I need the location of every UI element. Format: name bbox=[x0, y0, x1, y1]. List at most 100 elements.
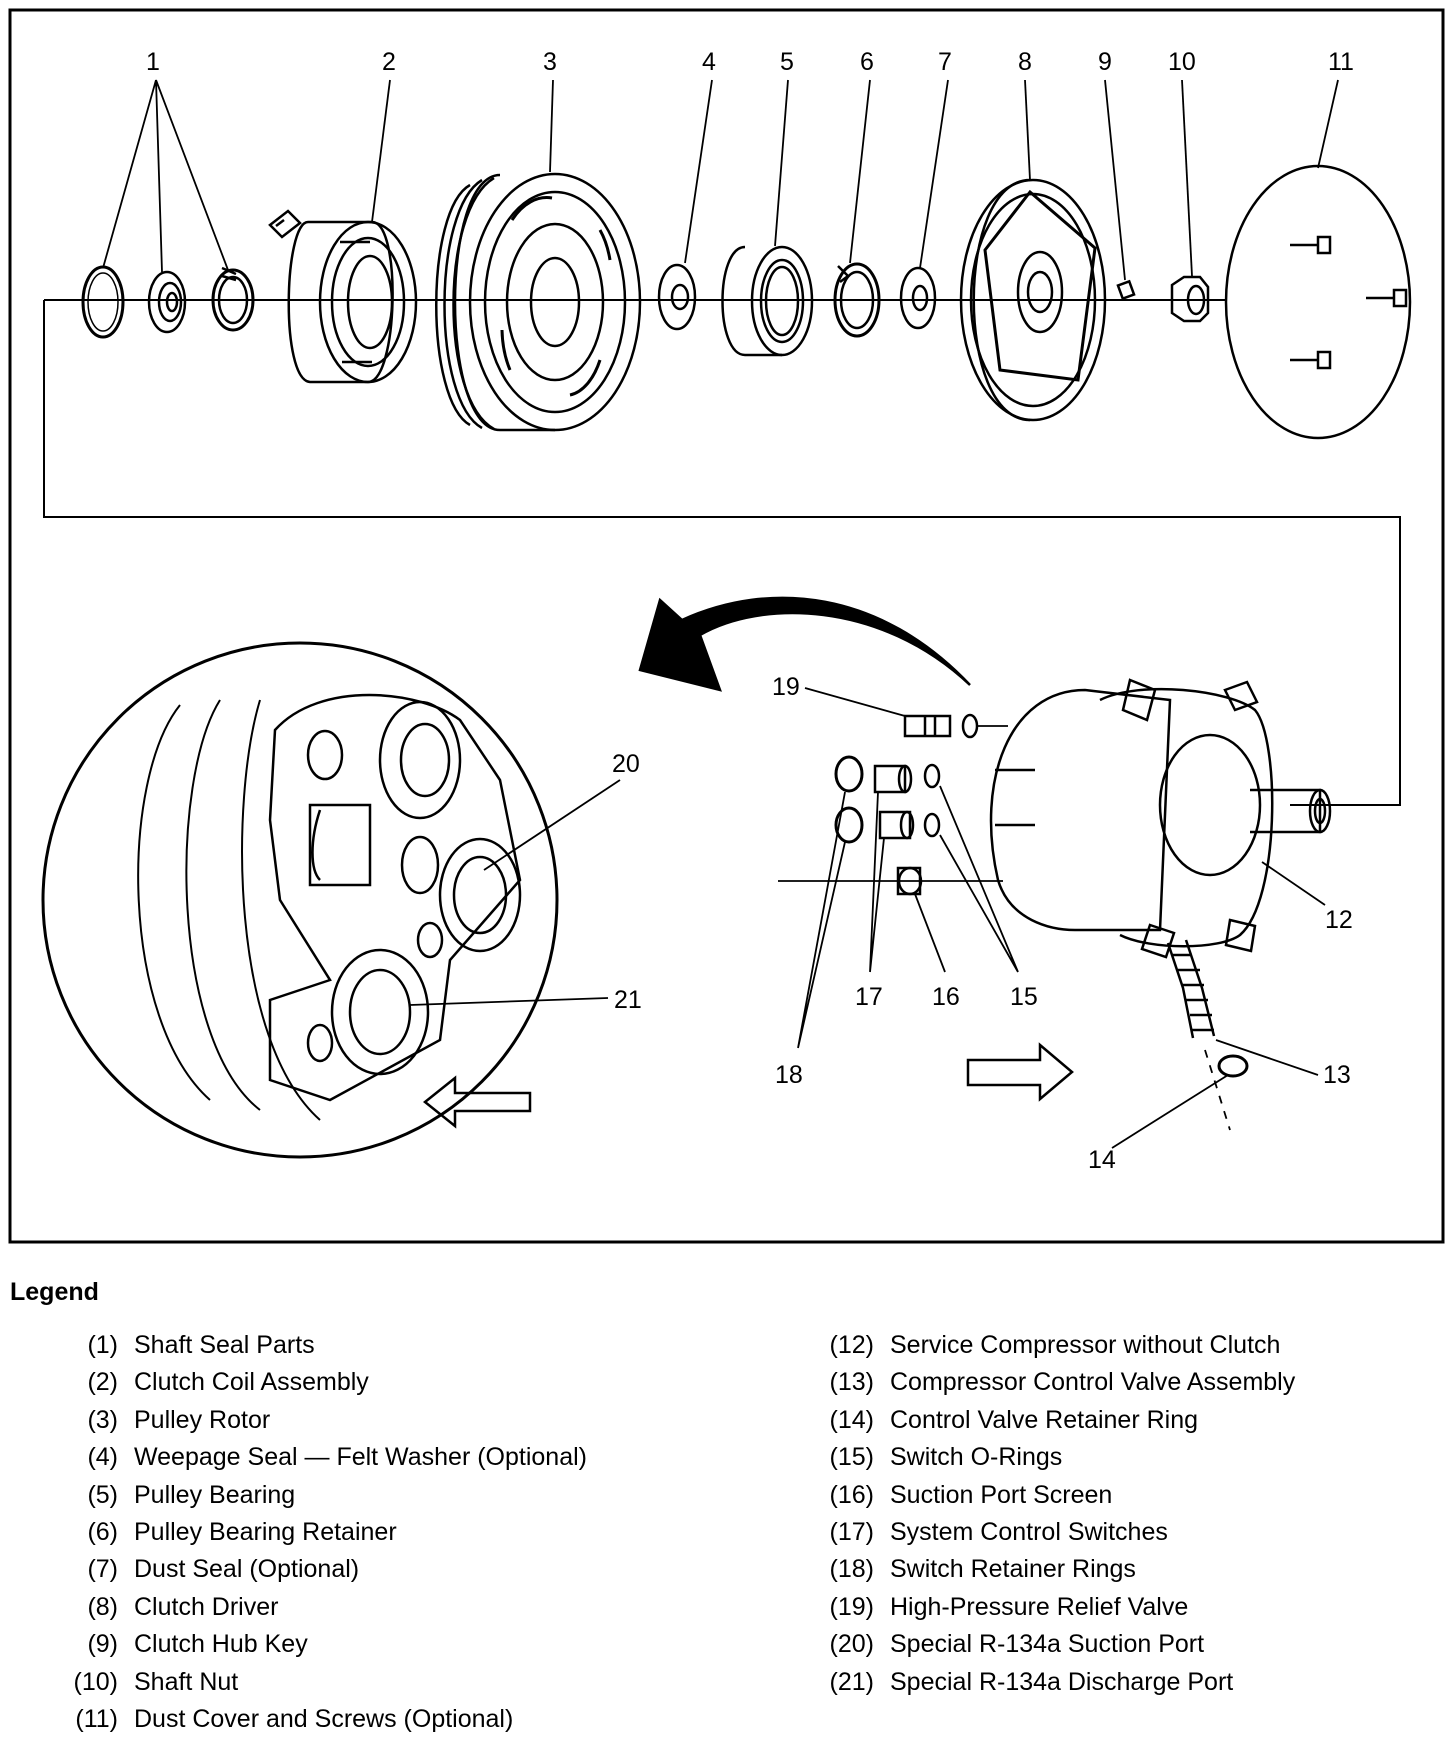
legend-number: (19) bbox=[829, 1592, 874, 1621]
legend-item: (19) High-Pressure Relief Valve bbox=[810, 1589, 1295, 1626]
legend-label: Dust Seal (Optional) bbox=[134, 1555, 360, 1584]
legend-label: High-Pressure Relief Valve bbox=[890, 1592, 1189, 1621]
legend-label: Service Compressor without Clutch bbox=[890, 1331, 1281, 1359]
control-valve-retainer-ring bbox=[1217, 1054, 1249, 1078]
legend-item: (8)Clutch Driver bbox=[60, 1589, 587, 1626]
legend-number: (17) bbox=[829, 1517, 874, 1546]
leader-8 bbox=[1024, 79, 1031, 181]
callout-12: 12 bbox=[1325, 906, 1353, 934]
callout-13: 13 bbox=[1323, 1061, 1351, 1089]
legend-item: (12) Service Compressor without Clutch bbox=[810, 1327, 1295, 1364]
legend-number: (21) bbox=[829, 1667, 874, 1696]
legend-number: (20) bbox=[829, 1630, 874, 1659]
leader-4 bbox=[684, 79, 713, 264]
callout-17: 17 bbox=[855, 983, 883, 1011]
compressor-control-valve bbox=[1166, 939, 1231, 1131]
leader-13 bbox=[1215, 1039, 1319, 1076]
legend-left-column: (1)Shaft Seal Parts (2)Clutch Coil Assem… bbox=[60, 1327, 587, 1738]
callout-4: 4 bbox=[702, 48, 716, 76]
legend-label: Suction Port Screen bbox=[890, 1480, 1113, 1509]
legend-label: Pulley Rotor bbox=[134, 1405, 271, 1434]
legend-item: (7) Dust Seal (Optional) bbox=[60, 1551, 587, 1588]
legend-number: (7) bbox=[87, 1555, 118, 1584]
callout-3: 3 bbox=[543, 48, 557, 76]
view-direction-arrow-left bbox=[422, 1075, 532, 1129]
rotation-arrow bbox=[638, 596, 971, 692]
legend-item: (1) Shaft Seal Parts bbox=[60, 1327, 587, 1364]
pulley-bearing bbox=[721, 245, 814, 357]
callout-18: 18 bbox=[775, 1061, 803, 1089]
legend-label: Compressor Control Valve Assembly bbox=[890, 1368, 1296, 1397]
legend-item: (11) Dust Cover and Screws (Optional) bbox=[60, 1701, 587, 1738]
leader-17 bbox=[869, 791, 885, 973]
leader-7 bbox=[919, 79, 949, 269]
dust-seal bbox=[899, 266, 937, 330]
callout-10: 10 bbox=[1168, 48, 1196, 76]
exploded-view-diagram: 1 2 3 4 5 6 7 8 9 10 11 12 13 14 15 16 1… bbox=[8, 8, 1445, 1244]
legend-label: Pulley Bearing Retainer bbox=[134, 1517, 397, 1546]
service-compressor bbox=[989, 678, 1332, 959]
callout-7: 7 bbox=[938, 48, 952, 76]
high-pressure-relief-valve bbox=[903, 713, 1008, 739]
weepage-seal bbox=[657, 263, 697, 331]
switch-parts bbox=[778, 755, 1003, 896]
leader-3 bbox=[549, 79, 554, 173]
legend-label: Clutch Hub Key bbox=[134, 1630, 308, 1659]
legend-number: (4) bbox=[87, 1443, 118, 1472]
callout-19: 19 bbox=[772, 673, 800, 701]
clutch-hub-key bbox=[1116, 279, 1136, 301]
legend-number: (14) bbox=[829, 1405, 874, 1434]
pulley-rotor bbox=[435, 172, 642, 432]
legend-number: (5) bbox=[87, 1480, 118, 1509]
legend-label: Shaft Seal Parts bbox=[134, 1331, 315, 1359]
legend-number: (3) bbox=[87, 1405, 118, 1434]
callout-11: 11 bbox=[1328, 48, 1354, 76]
legend-item: (15)Switch O-Rings bbox=[810, 1439, 1295, 1476]
callout-20: 20 bbox=[612, 750, 640, 778]
shaft-seal-parts bbox=[81, 265, 255, 339]
callout-16: 16 bbox=[932, 983, 960, 1011]
leader-20 bbox=[483, 779, 621, 871]
legend-number: (12) bbox=[829, 1331, 874, 1359]
shaft-nut bbox=[1170, 275, 1210, 323]
legend-label: Clutch Driver bbox=[134, 1592, 279, 1621]
callout-2: 2 bbox=[382, 48, 396, 76]
callout-5: 5 bbox=[780, 48, 794, 76]
dust-cover-and-screws bbox=[1224, 164, 1412, 440]
legend-number: (1) bbox=[87, 1331, 118, 1359]
callout-6: 6 bbox=[860, 48, 874, 76]
legend-number: (18) bbox=[829, 1555, 874, 1584]
leader-9 bbox=[1104, 79, 1126, 281]
legend-item: (21) Special R-134a Discharge Port bbox=[810, 1664, 1295, 1701]
legend-label: Special R-134a Suction Port bbox=[890, 1630, 1205, 1659]
legend-item: (13)Compressor Control Valve Assembly bbox=[810, 1364, 1296, 1401]
leader-12 bbox=[1261, 861, 1326, 906]
leader-21 bbox=[409, 997, 609, 1006]
pulley-bearing-retainer bbox=[833, 262, 881, 338]
callout-21: 21 bbox=[614, 986, 642, 1014]
leader-6 bbox=[849, 79, 871, 264]
leader-18 bbox=[797, 791, 846, 1049]
legend-label: Weepage Seal — Felt Washer (Optional) bbox=[134, 1443, 587, 1472]
leader-1a bbox=[102, 79, 229, 273]
assembly-axis-line bbox=[43, 299, 1401, 806]
legend-number: (11) bbox=[75, 1704, 118, 1733]
legend-label: Special R-134a Discharge Port bbox=[890, 1667, 1234, 1696]
legend-item: (18) Switch Retainer Rings bbox=[810, 1551, 1295, 1588]
legend-label: Switch Retainer Rings bbox=[890, 1555, 1136, 1584]
legend-label: Dust Cover and Screws (Optional) bbox=[134, 1704, 514, 1733]
legend-label: Pulley Bearing bbox=[134, 1480, 296, 1509]
legend-item: (9) Clutch Hub Key bbox=[60, 1626, 587, 1663]
legend-number: (16) bbox=[829, 1480, 874, 1509]
leader-19 bbox=[804, 687, 906, 717]
leader-2 bbox=[371, 79, 391, 223]
legend-label: Control Valve Retainer Ring bbox=[890, 1405, 1199, 1434]
magnified-detail-view bbox=[41, 641, 559, 1159]
clutch-driver bbox=[959, 178, 1107, 422]
clutch-coil-assembly bbox=[268, 209, 418, 384]
legend-number: (6) bbox=[87, 1517, 118, 1546]
legend-number: (9) bbox=[87, 1630, 118, 1659]
legend-right-column: (12) Service Compressor without Clutch (1… bbox=[810, 1327, 1296, 1701]
callout-8: 8 bbox=[1018, 48, 1032, 76]
legend-title: Legend bbox=[10, 1278, 99, 1306]
